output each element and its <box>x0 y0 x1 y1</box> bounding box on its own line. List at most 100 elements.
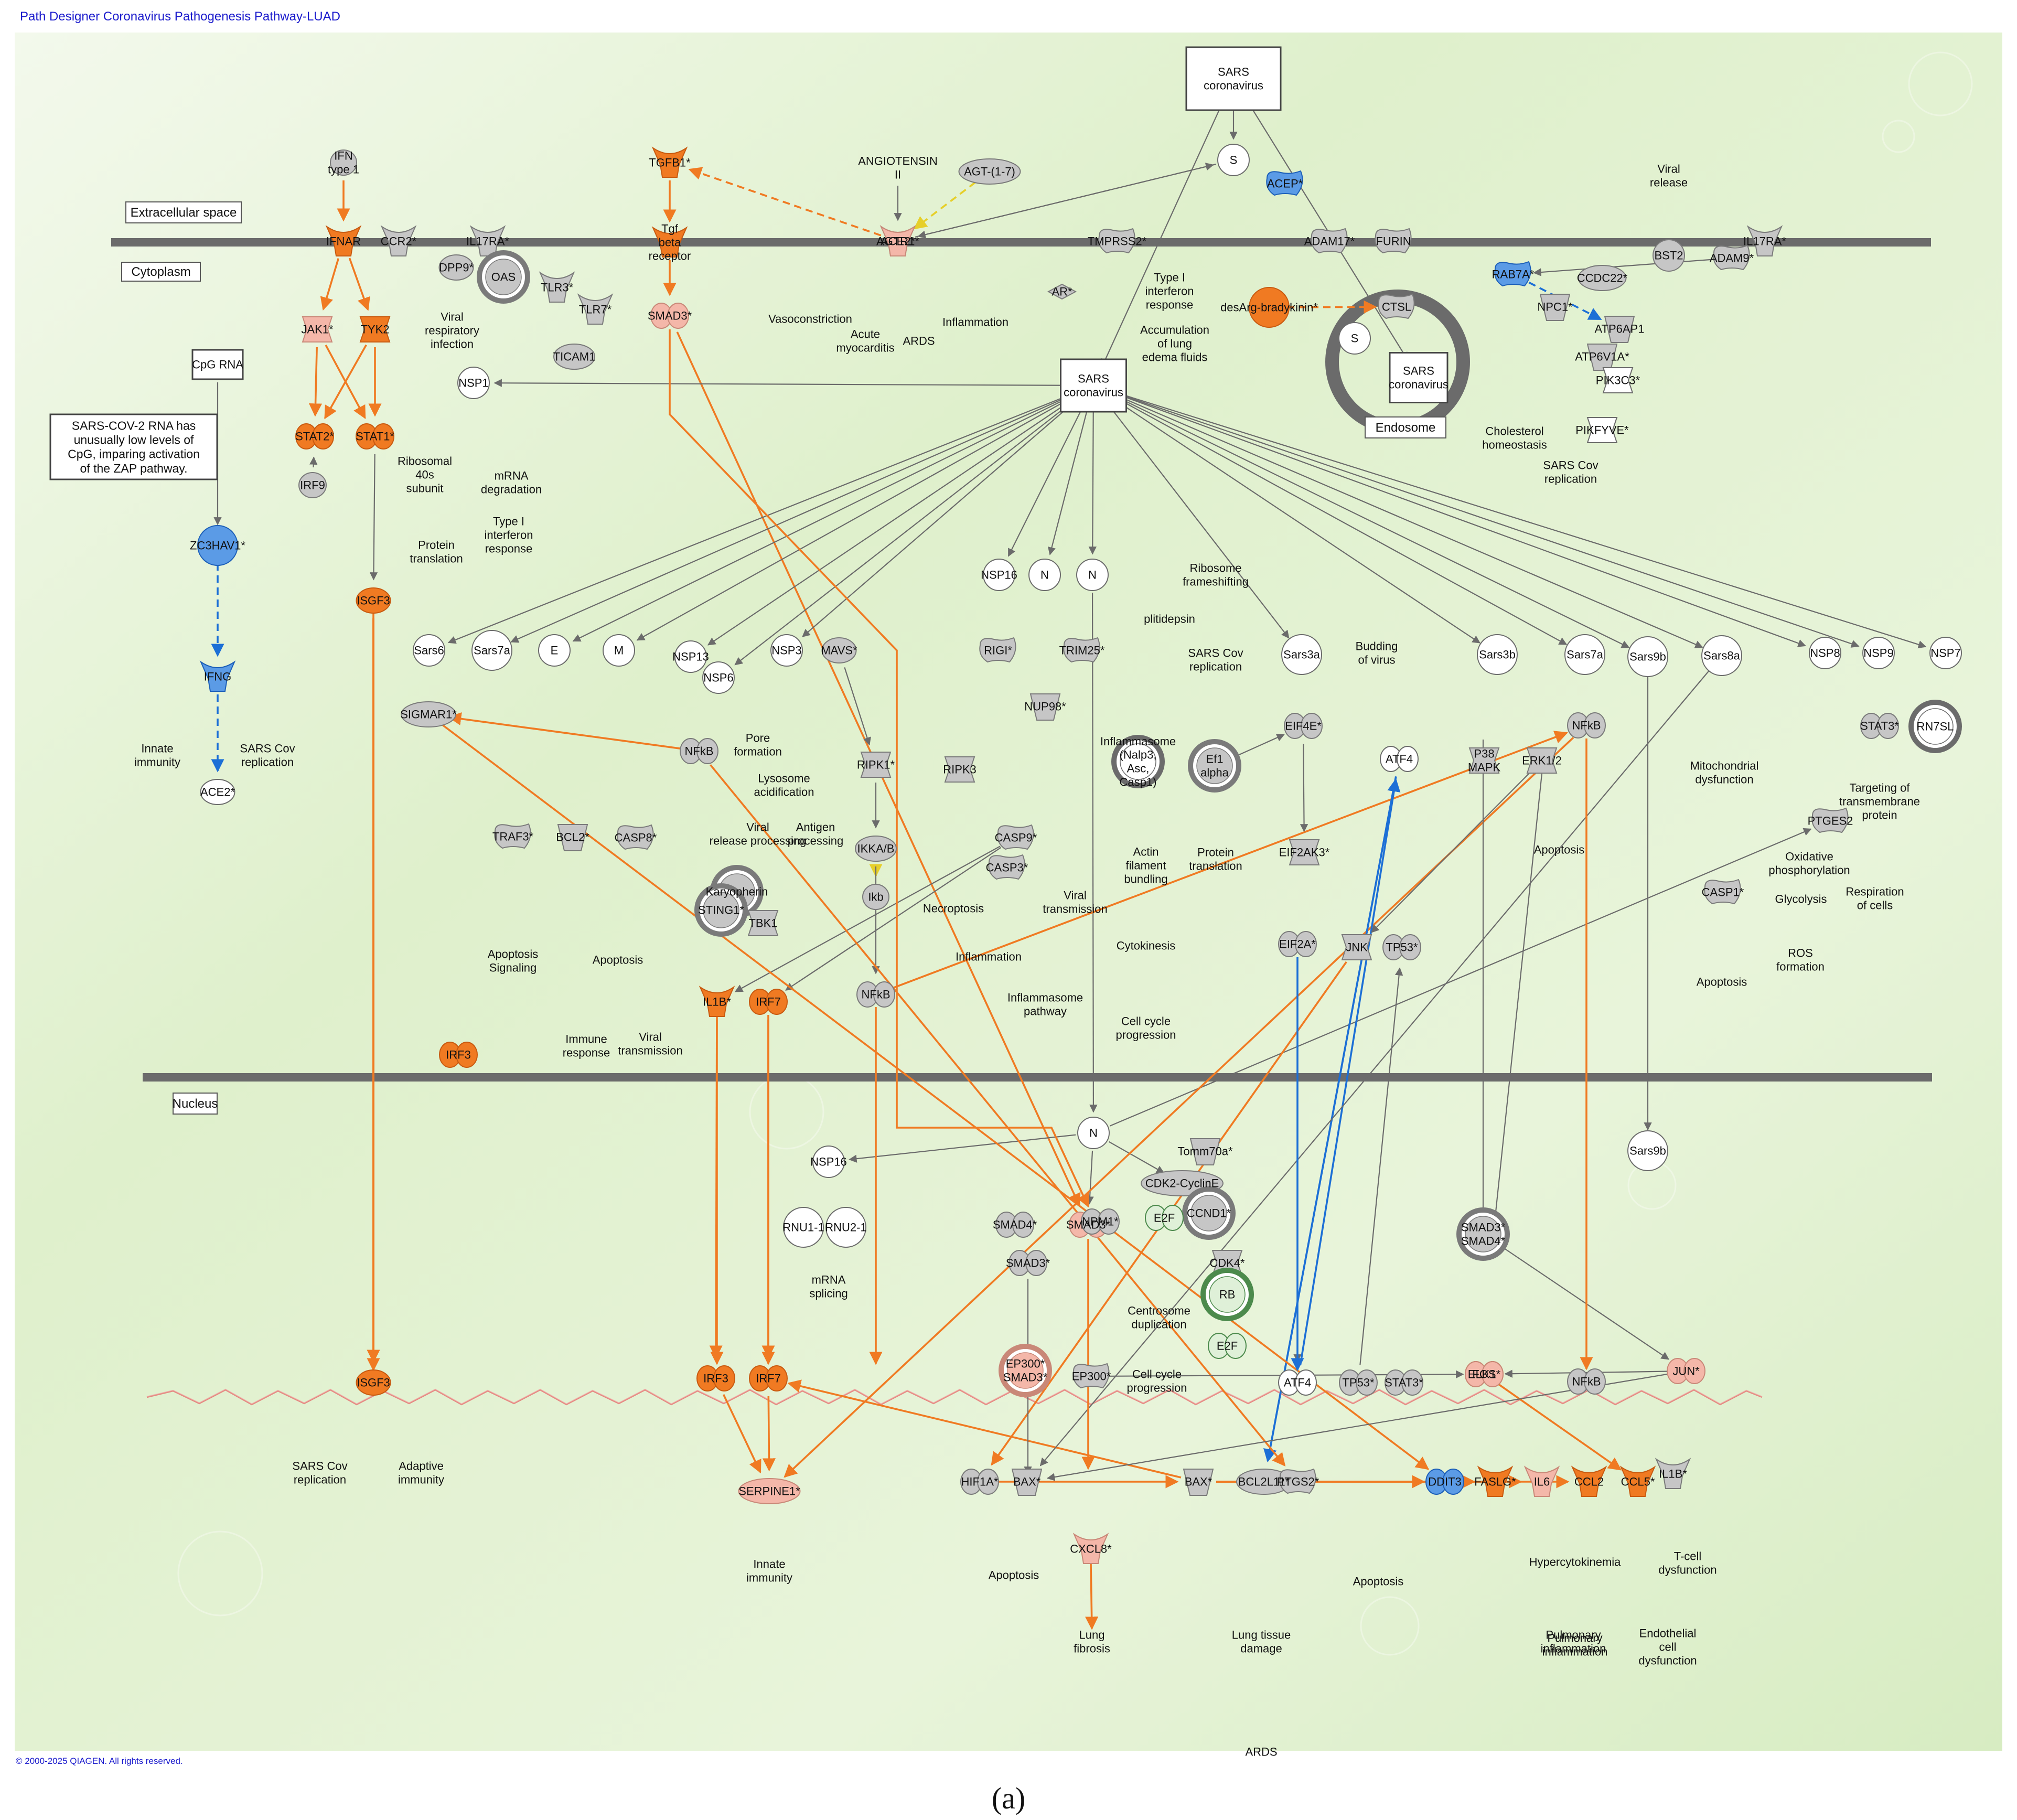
relationship-edge <box>1109 828 1812 1127</box>
dna-line <box>146 1388 1763 1405</box>
node-sars6-label: Sars6 <box>414 644 444 657</box>
node-sars9b <box>1627 636 1668 677</box>
node-jak1 <box>302 316 333 342</box>
node-nfkb <box>1567 712 1606 738</box>
node-smad3-label: SMAD3* <box>648 309 692 323</box>
relationship-edge <box>1230 734 1285 759</box>
relationship-edge <box>1039 669 1711 1466</box>
node-npm1-label: NPM1* <box>1082 1215 1119 1228</box>
node-eif2a-label: EIF2A* <box>1279 938 1316 951</box>
node-irf3-label: IRF3 <box>446 1048 471 1062</box>
node-stat1-label: STAT1* <box>356 430 394 443</box>
compartment-label-box <box>173 1093 218 1115</box>
node-serpine1-label: SERPINE1* <box>738 1485 800 1498</box>
relationship-edge <box>1300 743 1308 832</box>
node-atf4 <box>1380 746 1419 772</box>
node-sting1-label: STING1* <box>698 904 744 917</box>
relationship-edge <box>710 764 1286 1467</box>
compartment-label-box <box>121 262 201 282</box>
node-rnu2-1 <box>825 1207 866 1248</box>
node-nfkb-label: NFkB <box>862 988 891 1001</box>
node-tlr3-label: TLR3* <box>541 281 574 294</box>
node-sars9b <box>1627 1130 1668 1171</box>
node-isgf3-label: ISGF3 <box>357 1376 390 1389</box>
node-e2f <box>1145 1205 1184 1231</box>
node-ripk1 <box>860 752 892 778</box>
node-zc3hav1-label: ZC3HAV1* <box>190 539 245 552</box>
relationship-edge <box>1109 392 1703 648</box>
node-smad3-smad4 <box>1456 1207 1510 1261</box>
node-acep-label: ACEP* <box>1267 177 1303 190</box>
node-nsp8 <box>1809 637 1841 669</box>
node-cdk2-cycline-label: CDK2-CyclinE <box>1145 1177 1219 1190</box>
node-nsp3 <box>770 634 803 667</box>
node-sars8a <box>1701 635 1742 676</box>
node-bax-label: BAX* <box>1013 1475 1041 1489</box>
relationship-edge <box>442 724 1430 1470</box>
function-glycolysis: Glycolysis <box>1775 893 1827 906</box>
relationship-edge <box>844 667 871 746</box>
relationship-edge <box>676 331 1081 1207</box>
node-nfkb <box>1567 1368 1606 1395</box>
node-atp6v1a <box>1586 344 1618 371</box>
node-isgf3 <box>356 587 391 614</box>
node-inflammasome-nalp3-asc-casp1-label: Inflammasome(Nalp3,Asc,Casp1) <box>1100 735 1176 789</box>
node-ccdc22-label: CCDC22* <box>1577 272 1628 285</box>
function-cytokinesis: Cytokinesis <box>1117 939 1175 952</box>
relationship-edge <box>1504 1369 1669 1378</box>
node-casp9 <box>997 824 1034 850</box>
dna-line <box>146 1389 1763 1406</box>
node-rb-label: RB <box>1219 1288 1236 1301</box>
node-smad3 <box>650 303 689 329</box>
node-adam17-label: ADAM17* <box>1304 235 1355 248</box>
node-sars3a <box>1281 634 1322 675</box>
node-desarg-bradykinin <box>1249 287 1290 328</box>
node-rab7a <box>1494 261 1531 287</box>
node-cpg-rna-label: CpG RNA <box>192 358 243 371</box>
node-ptges2-label: PTGES2 <box>1808 815 1853 828</box>
node-irf9-label: IRF9 <box>300 479 325 492</box>
background-ornament <box>1908 51 1973 116</box>
relationship-edge <box>762 1396 776 1472</box>
node-atf4-label: ATF4 <box>1284 1376 1311 1389</box>
node-karyopherin-label: Karyopherin <box>706 885 768 898</box>
node-tbk1 <box>747 910 779 936</box>
endosome-membrane <box>1325 290 1470 434</box>
node-nsp3-label: NSP3 <box>771 644 801 657</box>
node-s <box>1217 144 1250 176</box>
node-nup98-label: NUP98* <box>1024 700 1066 713</box>
background-ornament <box>749 1074 824 1150</box>
node-stat1 <box>356 423 394 449</box>
compartment-label: Cytoplasm <box>131 265 190 279</box>
relationship-edge <box>1110 391 1806 647</box>
node-ikb <box>862 884 889 910</box>
node-rigi <box>979 637 1016 663</box>
relationship-edge <box>320 258 340 311</box>
node-nsp16-label: NSP16 <box>981 569 1017 582</box>
node-dpp9 <box>438 254 474 281</box>
node-smad3-smad4-label: SMAD3*SMAD4* <box>1461 1221 1506 1248</box>
node-cpg-rna <box>191 349 244 380</box>
node-stat3-label: STAT3* <box>1860 720 1899 733</box>
node-furin <box>1375 228 1412 254</box>
function-necroptosis: Necroptosis <box>923 902 984 915</box>
node-ifng-label: IFNG <box>204 670 232 683</box>
node-ptges2 <box>1811 807 1849 833</box>
relationship-edge <box>1359 967 1403 1365</box>
node-bax <box>1183 1469 1214 1496</box>
node-bax-label: BAX* <box>1185 1475 1213 1489</box>
background-ornament <box>1882 120 1915 153</box>
node-trim25-label: TRIM25* <box>1059 644 1105 657</box>
